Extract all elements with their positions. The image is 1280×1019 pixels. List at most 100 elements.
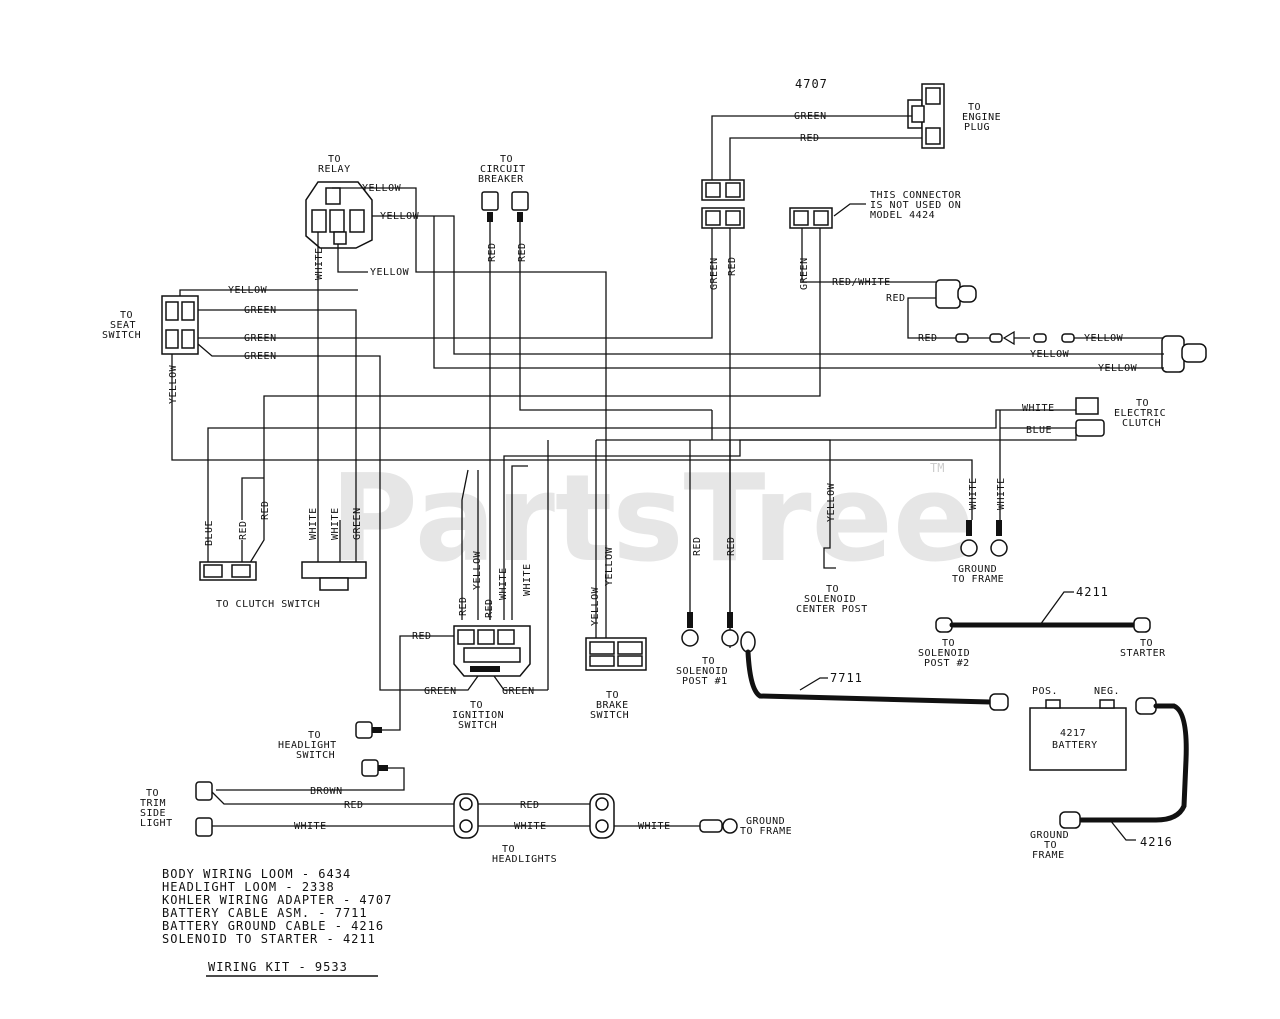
wire-label-yellow-relay2: YELLOW bbox=[380, 211, 420, 222]
headlight-connector-left bbox=[453, 793, 479, 839]
brake-switch-connector bbox=[585, 637, 647, 671]
wire-label-white-hl3: WHITE bbox=[638, 821, 671, 832]
cable-label-4211: 4211 bbox=[1076, 585, 1109, 599]
wire-label-yellow-ig: YELLOW bbox=[472, 550, 483, 590]
adapter-number: 4707 bbox=[795, 77, 828, 91]
seat-switch-connector bbox=[161, 295, 199, 355]
wire-label-white-gnd2: WHITE bbox=[996, 477, 1007, 510]
wire-label-yellow-r1: YELLOW bbox=[1030, 349, 1070, 360]
solenoid-post1-label: TO SOLENOID POST #1 bbox=[676, 656, 735, 687]
wire-label-white-g1: WHITE bbox=[308, 507, 319, 540]
ignition-switch-connector bbox=[453, 625, 531, 677]
headlight-switch-terminals bbox=[355, 721, 388, 777]
wire-label-yellow-br1: YELLOW bbox=[590, 586, 601, 626]
wire-label-white-hl2: WHITE bbox=[514, 821, 547, 832]
wire-label-red-adapter: RED bbox=[800, 133, 820, 144]
wire-label-yellow-seat-v: YELLOW bbox=[168, 364, 179, 404]
brake-switch-label: TO BRAKE SWITCH bbox=[590, 690, 635, 721]
legend-line: BATTERY GROUND CABLE - 4216 bbox=[162, 919, 384, 933]
wire-label-green-adapter: GREEN bbox=[794, 111, 827, 122]
connector-note: THIS CONNECTOR IS NOT USED ON MODEL 4424 bbox=[870, 190, 968, 221]
solenoid-center-label: TO SOLENOID CENTER POST bbox=[796, 584, 868, 615]
battery-cable-7711 bbox=[740, 631, 1009, 711]
circuit-breaker-label: TO CIRCUIT BREAKER bbox=[478, 154, 532, 185]
wire-label-red-3: RED bbox=[918, 333, 938, 344]
trim-light-plug bbox=[935, 279, 977, 309]
legend-line: BODY WIRING LOOM - 6434 bbox=[162, 867, 351, 881]
wire-label-white-ig1: WHITE bbox=[498, 567, 509, 600]
wire-label-red-sol1: RED bbox=[692, 536, 703, 556]
clutch-switch-label: TO CLUTCH SWITCH bbox=[216, 599, 320, 610]
wire-label-red-hl1: RED bbox=[344, 800, 364, 811]
legend-line: KOHLER WIRING ADAPTER - 4707 bbox=[162, 893, 392, 907]
diode-inline bbox=[955, 330, 1075, 346]
wire-label-yellow-r2: YELLOW bbox=[1098, 363, 1138, 374]
wire-label-white-ig2: WHITE bbox=[522, 563, 533, 596]
watermark-tm: TM bbox=[930, 461, 944, 475]
headlights-label: TO HEADLIGHTS bbox=[492, 844, 557, 865]
wire-label-red-ig3: RED bbox=[412, 631, 432, 642]
battery-number: 4217 bbox=[1060, 728, 1086, 739]
electric-clutch-label: TO ELECTRIC CLUTCH bbox=[1114, 398, 1173, 429]
wire-label-white-g2: WHITE bbox=[330, 507, 341, 540]
wire-label-white-relay: WHITE bbox=[314, 247, 325, 280]
wire-label-white-clutch: WHITE bbox=[1022, 403, 1055, 414]
battery bbox=[1029, 699, 1127, 771]
headlight-switch-label: TO HEADLIGHT SWITCH bbox=[278, 730, 343, 761]
parts-legend: BODY WIRING LOOM - 6434 HEADLIGHT LOOM -… bbox=[162, 867, 392, 946]
wire-label-green-v1: GREEN bbox=[709, 257, 720, 290]
wire-label-yellow-diode: YELLOW bbox=[1084, 333, 1124, 344]
cable-label-4216: 4216 bbox=[1140, 835, 1173, 849]
wire-label-red-ig2: RED bbox=[484, 598, 495, 618]
wire-label-green-seat2: GREEN bbox=[244, 333, 277, 344]
ground-ring-terminals bbox=[960, 520, 1008, 557]
engine-plug-connector bbox=[907, 83, 945, 149]
wire-label-blue-clutch: BLUE bbox=[1026, 425, 1052, 436]
wire-label-red-cs1: RED bbox=[238, 520, 249, 540]
cable-label-7711: 7711 bbox=[830, 671, 863, 685]
legend-line: SOLENOID TO STARTER - 4211 bbox=[162, 932, 376, 946]
trim-side-light-label: TO TRIM SIDE LIGHT bbox=[140, 788, 173, 829]
wire-label-red-cs2: RED bbox=[260, 500, 271, 520]
wire-label-yellow-br2: YELLOW bbox=[604, 546, 615, 586]
wire-label-red-hl2: RED bbox=[520, 800, 540, 811]
trim-light-terminals bbox=[195, 781, 213, 837]
right-plug bbox=[1161, 335, 1207, 373]
solenoid-ring-terminals bbox=[681, 612, 739, 647]
electric-clutch-connector bbox=[1075, 397, 1105, 437]
starter-label: TO STARTER bbox=[1120, 638, 1166, 659]
ground-frame-label-a: GROUND TO FRAME bbox=[952, 564, 1004, 585]
wire-label-white-gnd1: WHITE bbox=[968, 477, 979, 510]
wire-label-blue-cs: BLUE bbox=[204, 520, 215, 546]
wire-label-green-seat1: GREEN bbox=[244, 305, 277, 316]
wire-label-green-v2: GREEN bbox=[799, 257, 810, 290]
battery-pos-label: POS. bbox=[1032, 686, 1058, 697]
wire-label-green-g: GREEN bbox=[352, 507, 363, 540]
wire-label-green-seat3: GREEN bbox=[244, 351, 277, 362]
watermark: PartsTree bbox=[330, 450, 974, 589]
relay-label: TO RELAY bbox=[318, 154, 351, 175]
wire-label-red-cb2: RED bbox=[517, 242, 528, 262]
headlight-connector-right bbox=[589, 793, 615, 839]
wire-label-red-cb1: RED bbox=[487, 242, 498, 262]
relay-connector bbox=[305, 181, 373, 249]
wire-label-yellow-relay3: YELLOW bbox=[370, 267, 410, 278]
seat-switch-label: TO SEAT SWITCH bbox=[102, 310, 143, 341]
solenoid-post2-label: TO SOLENOID POST #2 bbox=[918, 638, 977, 669]
wire-label-green-ig1: GREEN bbox=[424, 686, 457, 697]
legend-line: HEADLIGHT LOOM - 2338 bbox=[162, 880, 335, 894]
wire-label-yellow-solenoid: YELLOW bbox=[826, 482, 837, 522]
wire-label-yellow-relay1: YELLOW bbox=[362, 183, 402, 194]
kit-title: WIRING KIT - 9533 bbox=[208, 960, 348, 974]
ground-frame-label-c: GROUND TO FRAME bbox=[1030, 830, 1076, 861]
ignition-switch-label: TO IGNITION SWITCH bbox=[452, 700, 511, 731]
ground-frame-label-b: GROUND TO FRAME bbox=[740, 816, 792, 837]
circuit-breaker-terminals bbox=[481, 191, 529, 222]
wire-label-red-2: RED bbox=[886, 293, 906, 304]
unused-connector bbox=[789, 207, 833, 229]
headlight-ground-terminal bbox=[699, 818, 738, 834]
wire-label-yellow-seat: YELLOW bbox=[228, 285, 268, 296]
clutch-switch-connector bbox=[199, 561, 257, 581]
battery-neg-label: NEG. bbox=[1094, 686, 1120, 697]
